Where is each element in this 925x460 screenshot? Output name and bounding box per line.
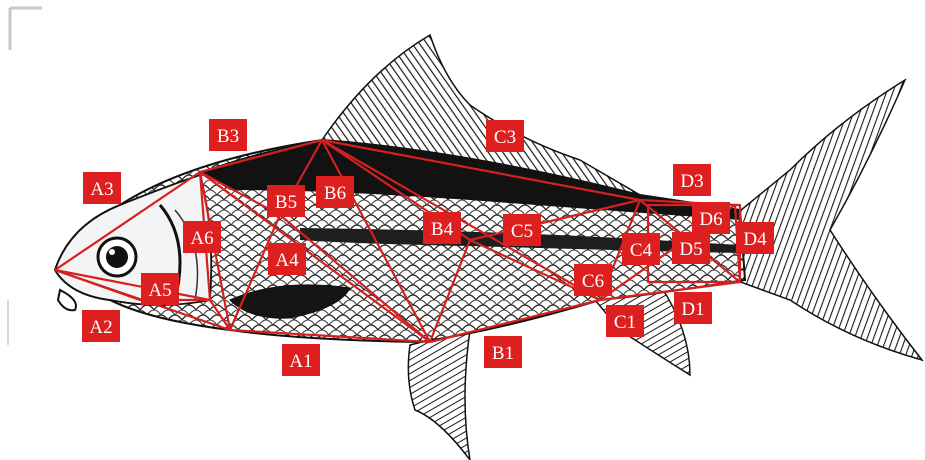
region-label-a2: A2 [82, 310, 120, 342]
label-text: B1 [492, 343, 514, 364]
region-label-d4: D4 [736, 222, 774, 254]
label-text: A6 [190, 228, 213, 249]
region-label-b4: B4 [423, 212, 461, 244]
label-text: C6 [582, 271, 604, 292]
label-text: C5 [511, 221, 533, 242]
label-text: C3 [494, 127, 516, 148]
label-text: D5 [679, 239, 702, 260]
eye [98, 238, 136, 276]
region-label-d1: D1 [674, 292, 712, 324]
label-text: A2 [89, 317, 112, 338]
region-label-b1: B1 [484, 336, 522, 368]
label-text: A5 [148, 280, 171, 301]
region-label-a1: A1 [282, 344, 320, 376]
region-label-c5: C5 [503, 214, 541, 246]
region-label-c3: C3 [486, 120, 524, 152]
region-label-b6: B6 [316, 176, 354, 208]
region-label-c4: C4 [622, 233, 660, 265]
label-text: A4 [275, 250, 299, 271]
region-label-b5: B5 [267, 185, 305, 217]
region-label-a4: A4 [268, 243, 306, 275]
region-label-a6: A6 [183, 221, 221, 253]
label-text: B4 [431, 219, 454, 240]
region-label-c6: C6 [574, 264, 612, 296]
label-text: B3 [217, 126, 239, 147]
region-label-a5: A5 [141, 273, 179, 305]
label-text: C1 [614, 312, 636, 333]
anal-fin [408, 330, 470, 460]
label-text: B5 [275, 192, 297, 213]
region-label-c1: C1 [606, 305, 644, 337]
label-text: D3 [680, 171, 703, 192]
caudal-fin [735, 80, 922, 360]
region-label-d5: D5 [672, 232, 710, 264]
region-label-a3: A3 [83, 172, 121, 204]
label-text: A1 [289, 351, 312, 372]
label-text: A3 [90, 179, 113, 200]
region-label-d3: D3 [673, 164, 711, 196]
region-label-d6: D6 [692, 202, 730, 234]
label-text: C4 [630, 240, 653, 261]
region-label-b3: B3 [209, 119, 247, 151]
corner-mark [8, 8, 42, 345]
label-text: D6 [699, 209, 722, 230]
mouth [58, 290, 76, 310]
label-text: B6 [324, 183, 346, 204]
label-text: D4 [743, 229, 767, 250]
label-text: D1 [681, 299, 704, 320]
